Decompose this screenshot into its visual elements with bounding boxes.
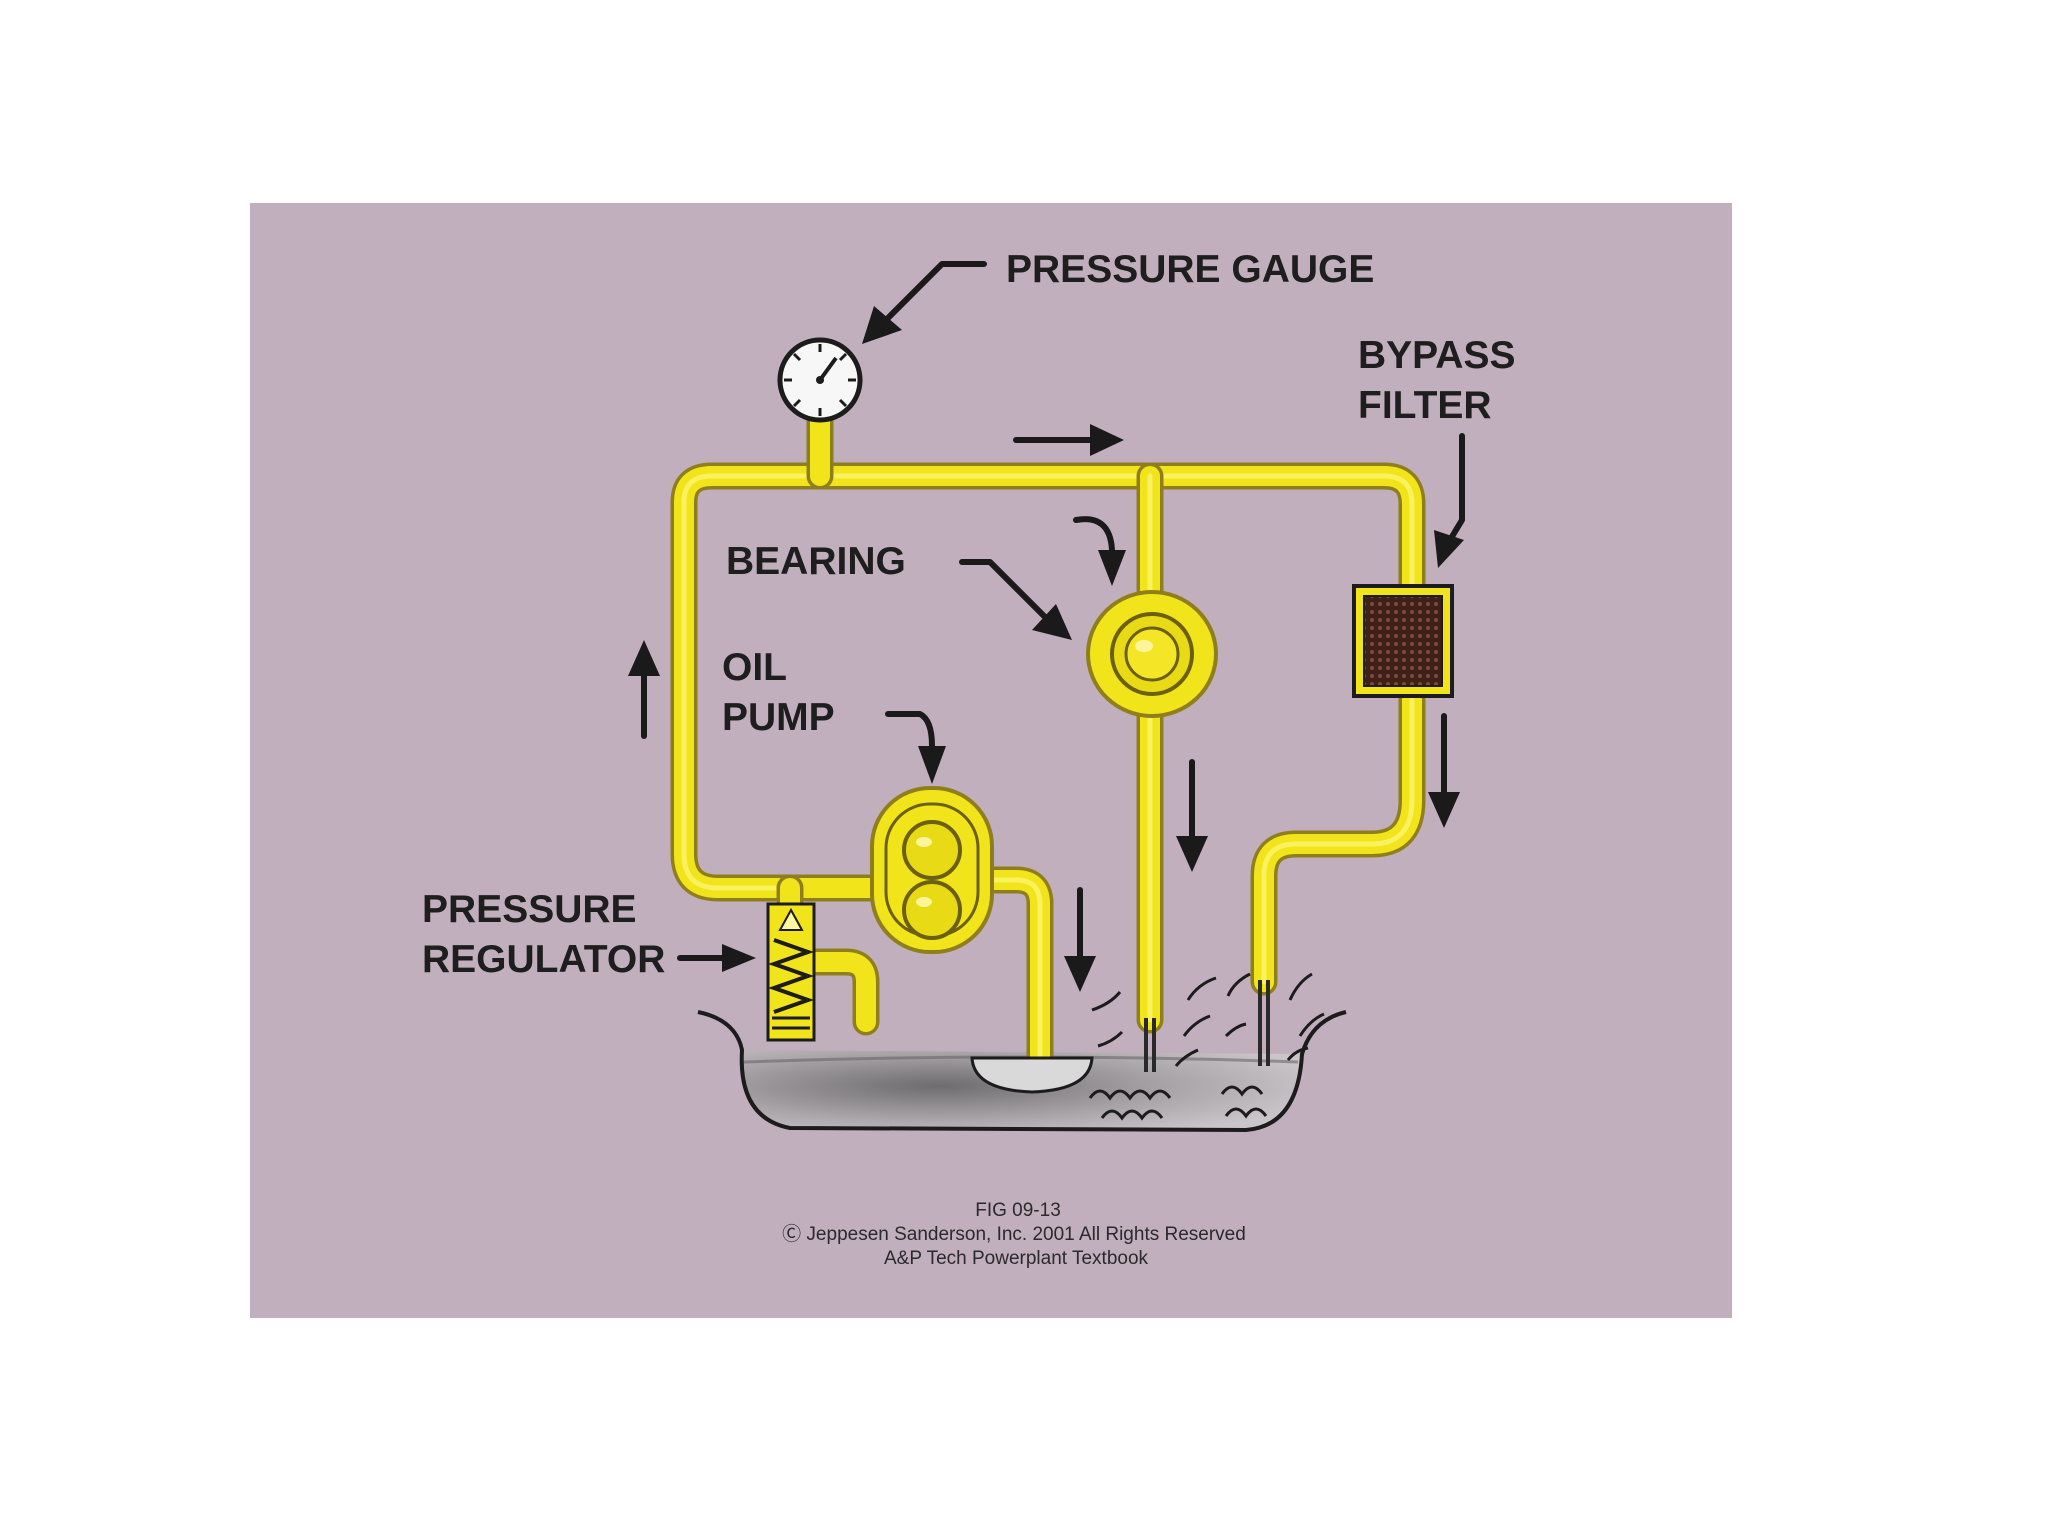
flow-arrow-right — [1013, 424, 1124, 456]
gauge-pointer-arrow — [862, 261, 987, 344]
bearing-flow-arrow — [1073, 516, 1126, 586]
label-pressure-regulator-line1: PRESSURE — [422, 888, 637, 931]
oil-pump-icon — [870, 786, 994, 954]
bearing-pointer-arrow — [959, 559, 1072, 640]
flow-arrow-down-filter — [1428, 713, 1460, 828]
label-oil-pump-line1: OIL — [722, 646, 787, 689]
bearing-icon — [1086, 590, 1218, 718]
caption-fig-number: FIG 09-13 — [975, 1200, 1061, 1221]
bypass-filter-icon — [1352, 584, 1454, 698]
sump-pickup-icon — [970, 1056, 1094, 1094]
oil-turbulence-marks — [1088, 1085, 1268, 1121]
caption-source: A&P Tech Powerplant Textbook — [884, 1248, 1149, 1269]
pressure-gauge-icon — [777, 337, 863, 423]
label-pressure-gauge: PRESSURE GAUGE — [1006, 248, 1374, 291]
drain-nozzles — [1144, 980, 1270, 1072]
label-bypass-filter-line2: FILTER — [1358, 384, 1492, 427]
oil-lines — [670, 398, 1426, 1072]
label-pressure-regulator-line2: REGULATOR — [422, 938, 665, 981]
oil-splash — [1091, 972, 1325, 1067]
pump-pointer-arrow — [885, 711, 946, 784]
caption-copyright: Ⓒ Jeppesen Sanderson, Inc. 2001 All Righ… — [782, 1223, 1246, 1245]
label-bypass-filter-line1: BYPASS — [1358, 334, 1516, 377]
pressure-regulator-icon — [766, 902, 816, 1042]
regulator-pointer-arrow — [677, 944, 756, 972]
filter-pointer-arrow — [1434, 433, 1465, 568]
label-bearing: BEARING — [726, 540, 906, 583]
label-oil-pump-line2: PUMP — [722, 696, 835, 739]
flow-arrow-down-bearing — [1176, 759, 1208, 872]
flow-arrow-down-sump — [1064, 887, 1096, 992]
figure-panel — [250, 203, 1732, 1318]
flow-arrow-up — [628, 640, 660, 739]
